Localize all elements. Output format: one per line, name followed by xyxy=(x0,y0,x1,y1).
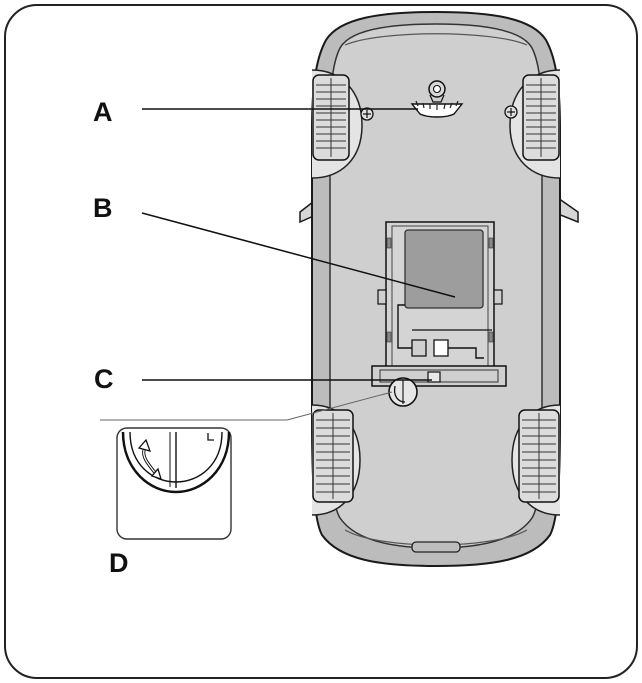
callout-label-d: D xyxy=(109,548,129,578)
detail-inset-d xyxy=(116,427,232,540)
leader-line-d-diag xyxy=(286,391,393,421)
callout-label-a: A xyxy=(93,97,113,127)
battery-wire xyxy=(397,304,412,349)
rotate-arrow-icon xyxy=(137,438,162,481)
callout-label-c: C xyxy=(94,364,114,394)
rear-right-tire xyxy=(518,409,560,503)
front-bumper-line xyxy=(344,33,528,46)
front-right-tire xyxy=(522,74,560,161)
battery-latch xyxy=(427,371,441,383)
car-underside xyxy=(299,10,579,568)
callout-label-b: B xyxy=(93,193,113,223)
battery-compartment xyxy=(371,221,507,387)
tow-hook-cover-icon xyxy=(388,377,418,407)
right-screw-icon xyxy=(504,105,518,119)
front-left-tire xyxy=(312,74,350,161)
battery-pack xyxy=(404,229,484,309)
leader-line-b xyxy=(141,212,456,298)
rear-left-tire xyxy=(312,409,354,503)
power-switch-icon xyxy=(410,80,464,118)
left-screw-icon xyxy=(360,107,374,121)
rear-exhaust xyxy=(411,541,461,553)
